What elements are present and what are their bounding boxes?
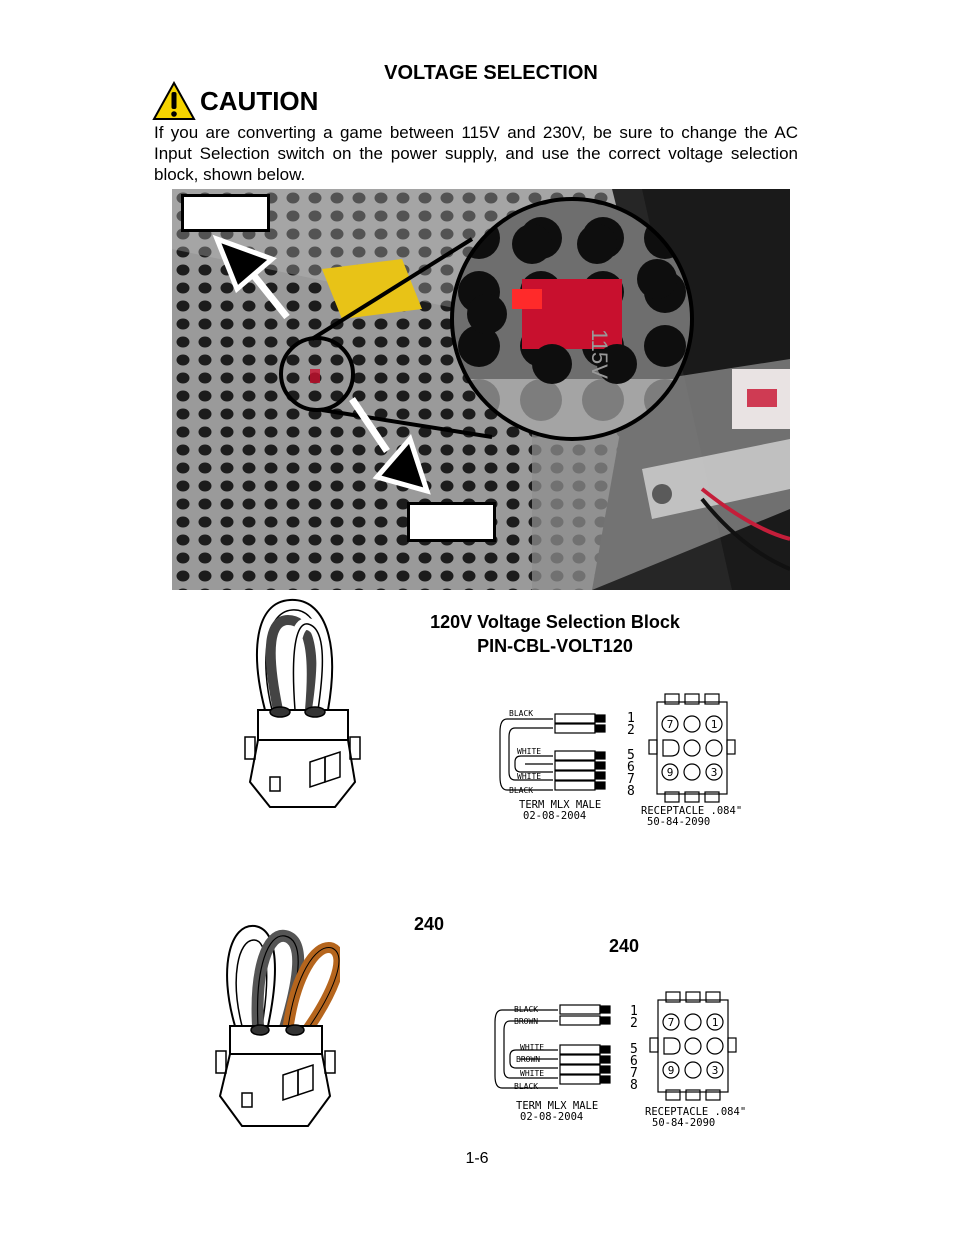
caution-title: CAUTION	[200, 85, 319, 116]
pin-number: 1	[630, 1004, 638, 1019]
power-supply-photo: 115V	[172, 189, 790, 590]
block-240v-title: 240	[414, 914, 445, 934]
wire-label: BROWN	[514, 1017, 538, 1026]
receptacle-label: RECEPTACLE .084"	[645, 1106, 746, 1118]
pin-number: 5	[630, 1042, 638, 1057]
page-number: 1-6	[465, 1150, 489, 1167]
label-box-bottom	[407, 502, 496, 542]
connector-label: TERM MLX MALE	[519, 799, 601, 811]
wire-label: WHITE	[517, 747, 541, 756]
block-120v-title: 120V Voltage Selection Block	[430, 612, 680, 632]
wire-label: BLACK	[509, 709, 533, 718]
intro-paragraph: If you are converting a game between 115…	[154, 123, 798, 184]
wire-label: WHITE	[520, 1069, 544, 1078]
receptacle-pin: 3	[711, 766, 718, 779]
connector-date: 02-08-2004	[520, 1111, 583, 1123]
receptacle-pin: 9	[667, 766, 674, 779]
pin-number: 6	[627, 760, 635, 775]
wire-label: WHITE	[517, 772, 541, 781]
block-240v-illustration	[215, 924, 340, 1127]
block-120v-wiring-diagram: BLACK WHITE WHITE BLACK 1 2 5 6 7 8 7 1 …	[499, 693, 742, 828]
label-box-top	[181, 194, 270, 232]
switch-marking: 115V	[587, 329, 612, 379]
connector-label: TERM MLX MALE	[516, 1100, 598, 1112]
caution-banner: CAUTION	[152, 80, 318, 122]
receptacle-pin: 7	[667, 718, 674, 731]
block-240v-wiring-diagram: BLACK BROWN WHITE BROWN WHITE BLACK 1 2 …	[494, 991, 746, 1129]
pin-number: 2	[627, 723, 635, 738]
receptacle-pin: 1	[712, 1016, 719, 1029]
pin-number: 1	[627, 711, 635, 726]
receptacle-label: RECEPTACLE .084"	[641, 805, 742, 817]
connector-date: 02-08-2004	[523, 810, 586, 822]
block-120v-part-number: PIN-CBL-VOLT120	[477, 636, 633, 656]
pin-number: 8	[630, 1078, 638, 1093]
wire-label: WHITE	[520, 1043, 544, 1052]
arrow-down-right-icon	[349, 397, 431, 495]
wire-label: BROWN	[516, 1055, 540, 1064]
wire-label: BLACK	[509, 786, 533, 795]
receptacle-pin: 9	[668, 1064, 675, 1077]
wire-label: BLACK	[514, 1082, 538, 1091]
receptacle-part-number: 50-84-2090	[647, 816, 710, 828]
arrow-up-left-icon	[212, 234, 290, 320]
pin-number: 5	[627, 748, 635, 763]
receptacle-pin: 7	[668, 1016, 675, 1029]
pin-number: 8	[627, 784, 635, 799]
receptacle-part-number: 50-84-2090	[652, 1117, 715, 1129]
page-heading: VOLTAGE SELECTION	[384, 62, 598, 84]
pin-number: 7	[627, 772, 635, 787]
pin-number: 2	[630, 1016, 638, 1031]
pin-number: 6	[630, 1054, 638, 1069]
receptacle-pin: 1	[711, 718, 718, 731]
warning-triangle-icon	[152, 81, 196, 120]
block-240v-part-number: 240	[609, 936, 640, 956]
receptacle-pin: 3	[712, 1064, 719, 1077]
wire-label: BLACK	[514, 1005, 538, 1014]
pin-number: 7	[630, 1066, 638, 1081]
block-120v-illustration	[244, 598, 361, 808]
